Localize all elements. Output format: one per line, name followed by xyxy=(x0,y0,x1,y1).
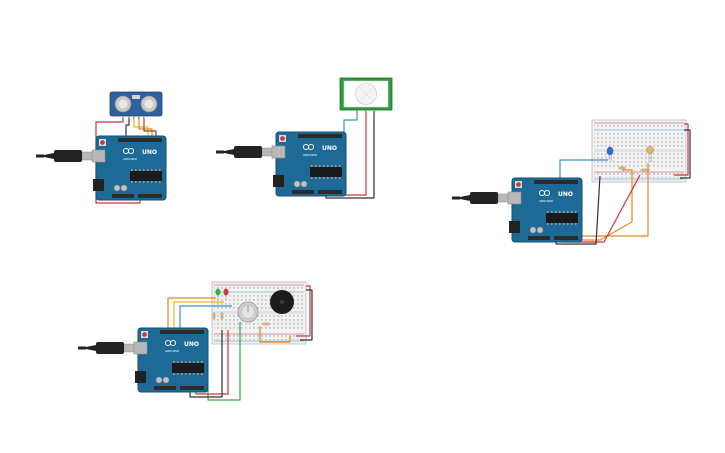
wire-orange[interactable] xyxy=(259,326,291,343)
blue-led[interactable] xyxy=(606,146,614,161)
wire-blue[interactable] xyxy=(179,305,232,328)
wire-brown[interactable] xyxy=(143,117,157,137)
resistor[interactable] xyxy=(220,312,224,320)
wire-cyan[interactable] xyxy=(343,111,358,133)
wire-black[interactable] xyxy=(125,117,130,137)
usb-cable[interactable] xyxy=(215,145,276,159)
pir-sensor-circuit[interactable] xyxy=(215,77,393,199)
resistor[interactable] xyxy=(262,322,270,326)
wire-yellow[interactable] xyxy=(133,117,149,137)
resistor[interactable] xyxy=(618,166,626,170)
usb-cable[interactable] xyxy=(77,341,138,355)
breadboard[interactable] xyxy=(591,119,687,183)
wire-yellow[interactable] xyxy=(173,301,224,328)
led-photoresistor-circuit[interactable] xyxy=(451,119,691,245)
usb-cable[interactable] xyxy=(451,191,512,205)
green-led[interactable] xyxy=(215,288,221,300)
led-buzzer-potentiometer-circuit[interactable] xyxy=(77,281,313,401)
wire-black[interactable] xyxy=(189,289,313,398)
pir-motion-sensor[interactable] xyxy=(339,77,393,113)
resistor[interactable] xyxy=(640,168,650,172)
photoresistor[interactable] xyxy=(646,146,654,162)
wire-orange[interactable] xyxy=(167,297,216,328)
arduino-uno-board[interactable] xyxy=(91,135,167,201)
ultrasonic-sensor-circuit[interactable] xyxy=(35,91,167,204)
arduino-uno-board[interactable] xyxy=(133,327,209,393)
potentiometer[interactable] xyxy=(237,301,259,323)
resistor[interactable] xyxy=(212,312,216,320)
wire-green[interactable] xyxy=(207,322,241,401)
piezo-buzzer[interactable] xyxy=(270,290,294,314)
wire-orange[interactable] xyxy=(138,117,153,137)
usb-cable[interactable] xyxy=(35,149,96,163)
ultrasonic-sensor[interactable] xyxy=(109,91,163,119)
red-led[interactable] xyxy=(223,288,229,300)
arduino-uno-board[interactable] xyxy=(271,131,347,197)
arduino-uno-board[interactable] xyxy=(507,177,583,243)
wire-orange[interactable] xyxy=(566,169,633,241)
